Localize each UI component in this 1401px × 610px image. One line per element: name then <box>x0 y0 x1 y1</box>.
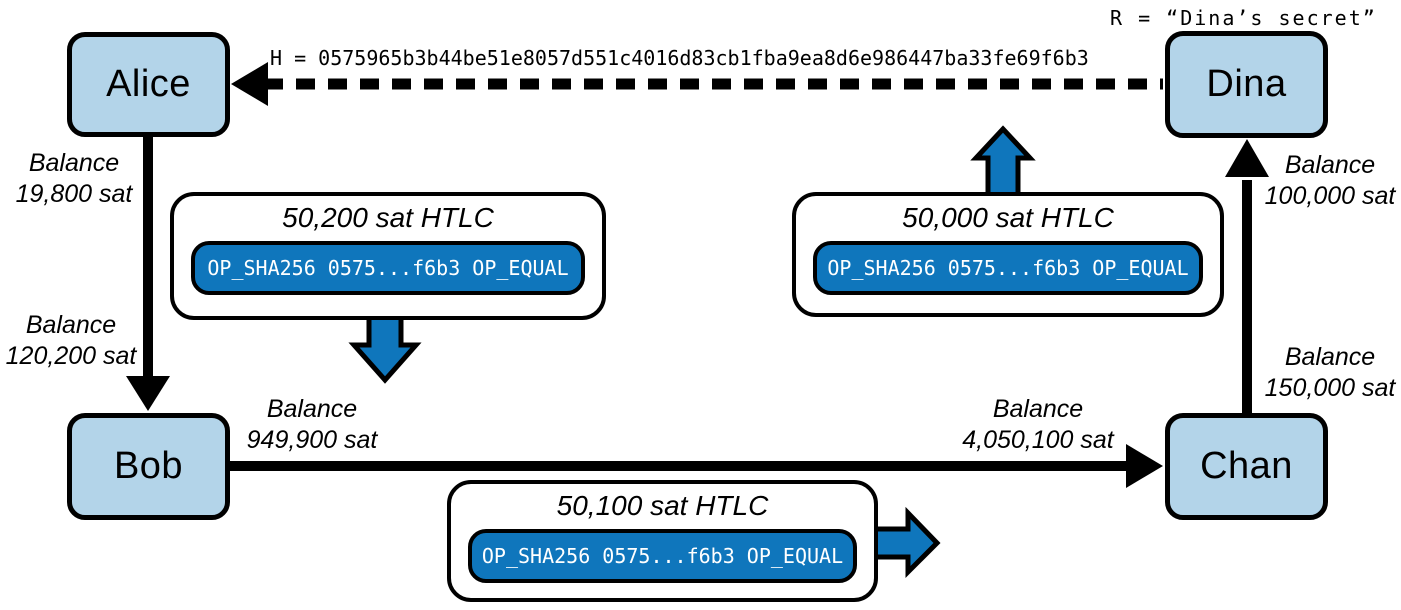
channel-arrow-chan-to-dina <box>1225 139 1269 414</box>
htlc-box-bob-chan: 50,100 sat HTLC OP_SHA256 0575...f6b3 OP… <box>447 480 878 602</box>
htlc-script-pill: OP_SHA256 0575...f6b3 OP_EQUAL <box>468 529 857 583</box>
htlc-script-pill: OP_SHA256 0575...f6b3 OP_EQUAL <box>191 241 585 295</box>
node-dina-label: Dina <box>1206 63 1287 105</box>
balance-label-bob-side: Balance 949,900 sat <box>237 394 387 455</box>
balance-value: 100,000 sat <box>1264 181 1396 210</box>
node-bob: Bob <box>67 413 230 520</box>
preimage-secret-label: R = “Dina’s secret” <box>1110 6 1377 30</box>
htlc-direction-arrow-down-icon <box>348 309 422 384</box>
node-alice: Alice <box>67 32 230 137</box>
balance-value: 949,900 sat <box>246 425 378 454</box>
htlc-script-pill: OP_SHA256 0575...f6b3 OP_EQUAL <box>813 241 1203 295</box>
balance-value: 150,000 sat <box>1264 373 1396 402</box>
htlc-script-text: OP_SHA256 0575...f6b3 OP_EQUAL <box>481 544 844 568</box>
node-chan-label: Chan <box>1200 445 1293 487</box>
balance-title: Balance <box>1284 343 1376 371</box>
balance-title: Balance <box>28 149 120 177</box>
balance-label-alice-side: Balance 19,800 sat <box>3 148 145 209</box>
payment-hash-label: H = 0575965b3b44be51e8057d551c4016d83cb1… <box>270 46 1089 70</box>
node-chan: Chan <box>1165 413 1328 520</box>
balance-title: Balance <box>25 311 117 339</box>
htlc-direction-arrow-right-icon <box>869 506 941 579</box>
node-bob-label: Bob <box>113 445 184 487</box>
balance-label-chan-side: Balance 4,050,100 sat <box>950 394 1126 455</box>
htlc-direction-arrow-up-icon <box>970 125 1036 199</box>
arrowhead-right-icon <box>1126 444 1163 488</box>
balance-label-alice-bob-channel: Balance 120,200 sat <box>0 310 142 371</box>
balance-title: Balance <box>1284 151 1376 179</box>
hash-message-arrow-dina-to-alice <box>231 62 1163 106</box>
channel-arrow-bob-to-chan <box>229 444 1163 488</box>
arrowhead-up-icon <box>1225 139 1269 177</box>
htlc-box-chan-dina: 50,000 sat HTLC OP_SHA256 0575...f6b3 OP… <box>792 192 1224 317</box>
htlc-title: 50,200 sat HTLC <box>282 202 494 233</box>
htlc-title: 50,100 sat HTLC <box>556 490 769 521</box>
htlc-script-text: OP_SHA256 0575...f6b3 OP_EQUAL <box>207 256 569 280</box>
balance-label-chan-dina-channel: Balance 150,000 sat <box>1256 342 1401 403</box>
htlc-script-text: OP_SHA256 0575...f6b3 OP_EQUAL <box>827 256 1189 280</box>
balance-title: Balance <box>266 395 358 423</box>
node-dina: Dina <box>1165 31 1328 138</box>
arrowhead-down-icon <box>126 376 170 411</box>
htlc-title: 50,000 sat HTLC <box>902 202 1114 233</box>
balance-value: 4,050,100 sat <box>962 425 1114 454</box>
node-alice-label: Alice <box>106 63 191 105</box>
balance-value: 120,200 sat <box>5 341 137 370</box>
channel-arrow-alice-to-bob <box>126 136 170 411</box>
htlc-box-alice-bob: 50,200 sat HTLC OP_SHA256 0575...f6b3 OP… <box>170 192 606 320</box>
arrowhead-left-icon <box>231 62 268 106</box>
balance-value: 19,800 sat <box>15 179 133 208</box>
balance-label-dina-side: Balance 100,000 sat <box>1256 150 1401 211</box>
balance-title: Balance <box>992 395 1084 423</box>
